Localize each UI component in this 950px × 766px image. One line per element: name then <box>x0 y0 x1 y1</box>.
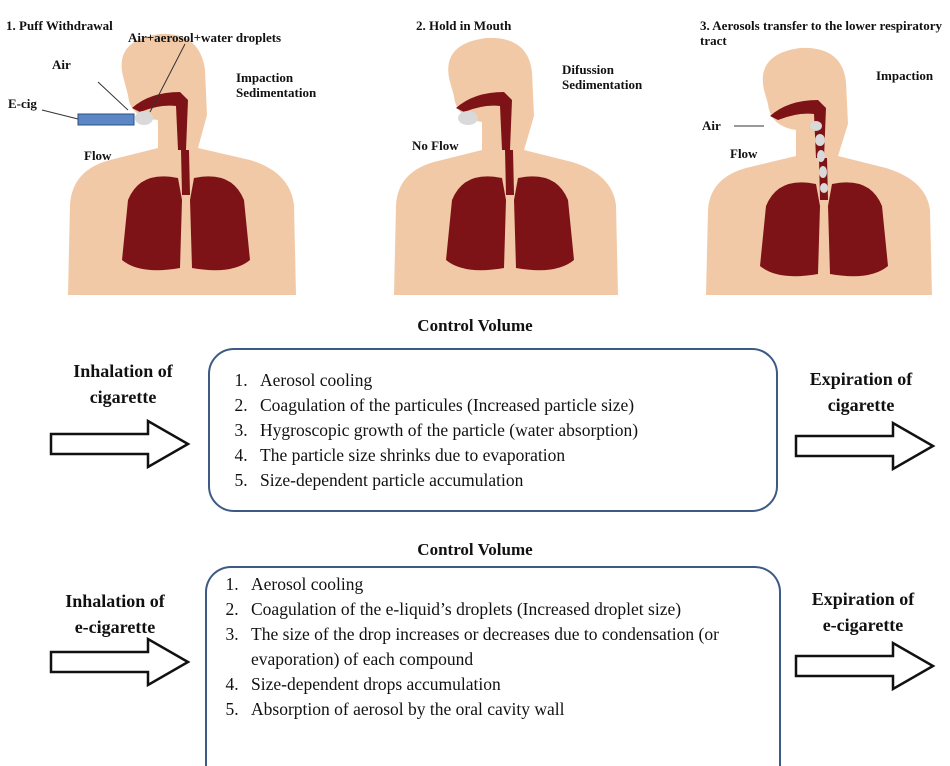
panel-2-flow-label: No Flow <box>412 138 459 153</box>
panel-1-air-label: Air <box>52 57 71 72</box>
process-step: Absorption of aerosol by the oral cavity… <box>243 697 743 722</box>
panel-3-flow-label: Flow <box>730 146 757 161</box>
panel-1-aerosol-puff <box>135 111 153 125</box>
panel-1-mechanism-label: Impaction Sedimentation <box>236 70 316 100</box>
expiration-arrow-1 <box>793 420 938 472</box>
process-step: Aerosol cooling <box>243 572 743 597</box>
panel-2-mechanism-label: Difussion Sedimentation <box>562 62 642 92</box>
panel-1-ecig-label: E-cig <box>8 96 37 111</box>
process-step: Size-dependent drops accumulation <box>243 672 743 697</box>
process-step: Coagulation of the particules (Increased… <box>252 393 776 418</box>
process-step: The particle size shrinks due to evapora… <box>252 443 776 468</box>
control-volume-box-1: Aerosol cooling Coagulation of the parti… <box>208 348 778 512</box>
inhalation-cigarette-label: Inhalation of cigarette <box>38 358 208 410</box>
expiration-arrow-2 <box>793 640 938 692</box>
panel-3-body <box>706 48 932 295</box>
process-step: Hygroscopic growth of the particle (wate… <box>252 418 776 443</box>
air-pointer <box>98 82 128 110</box>
inhalation-arrow-2 <box>48 636 193 688</box>
inhalation-arrow-1 <box>48 418 193 470</box>
e-cig-device <box>78 114 134 125</box>
control-volume-title-2: Control Volume <box>0 540 950 560</box>
process-list-1: Aerosol cooling Coagulation of the parti… <box>210 368 776 493</box>
panel-1-top-label: Air+aerosol+water droplets <box>128 30 281 45</box>
e-cig-pointer <box>42 110 78 119</box>
panel-1-flow-label: Flow <box>84 148 111 163</box>
process-step: Size-dependent particle accumulation <box>252 468 776 493</box>
panel-2-aerosol-puff <box>458 111 478 125</box>
expiration-ecigarette-label: Expiration of e-cigarette <box>778 586 948 638</box>
inhalation-ecigarette-label: Inhalation of e-cigarette <box>30 588 200 640</box>
expiration-cigarette-label: Expiration of cigarette <box>776 366 946 418</box>
control-volume-box-2: Aerosol cooling Coagulation of the e-liq… <box>205 566 781 766</box>
panel-3-air-label: Air <box>702 118 721 133</box>
process-step: The size of the drop increases or decrea… <box>243 622 743 672</box>
control-volume-title-1: Control Volume <box>0 316 950 336</box>
process-list-2: Aerosol cooling Coagulation of the e-liq… <box>207 572 743 722</box>
panel-3-mechanism-label: Impaction <box>876 68 933 83</box>
process-step: Aerosol cooling <box>252 368 776 393</box>
process-step: Coagulation of the e-liquid’s droplets (… <box>243 597 743 622</box>
